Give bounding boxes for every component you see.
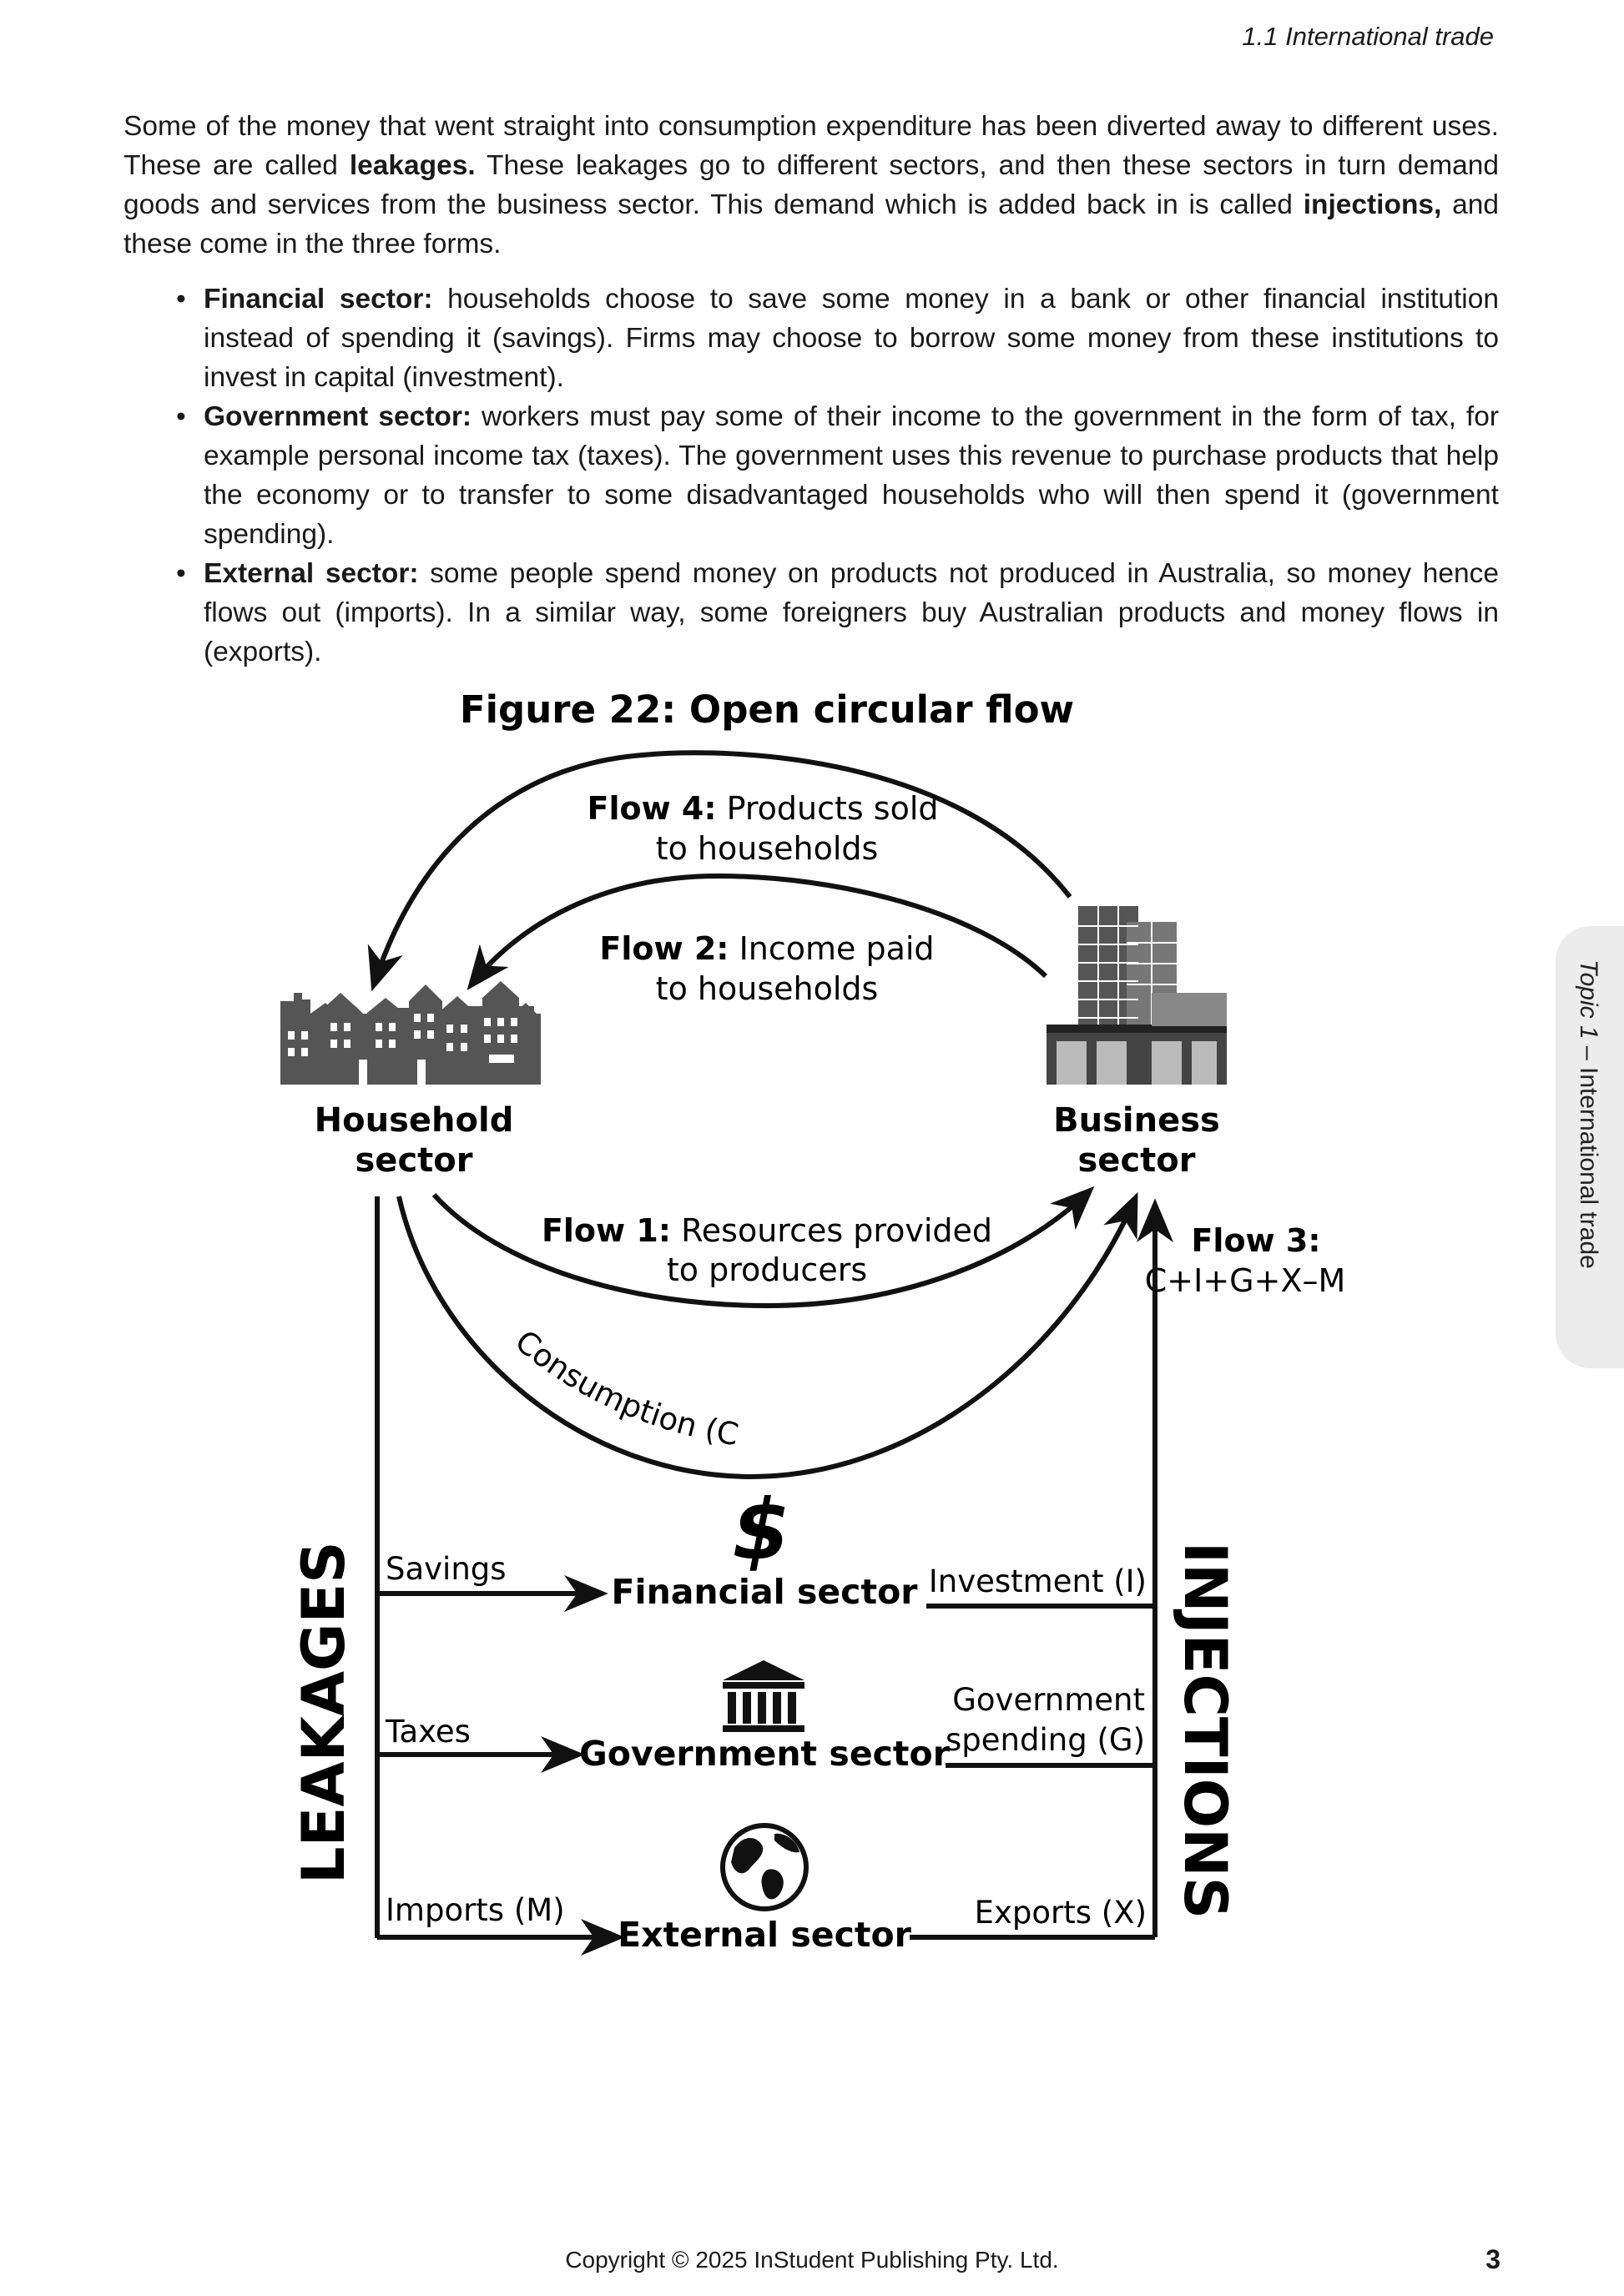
flow-2-label-line2: to households [656,970,879,1007]
intro-text-1: Some of the money that went straight int… [124,111,1499,181]
external-sector-label: External sector [618,1915,912,1955]
bullet-term: External sector: [204,558,419,589]
flow-3-formula: C+I+G+X–M [1145,1262,1346,1299]
list-item-external: External sector: some people spend money… [176,554,1499,672]
houses-icon [280,981,541,1085]
bullet-term: Financial sector: [204,284,433,315]
copyright-footer: Copyright © 2025 InStudent Publishing Pt… [565,2247,1059,2273]
leakages-label: LEAKAGES [290,1541,358,1884]
list-item-government: Government sector: workers must pay some… [176,397,1499,554]
consumption-arrow [396,1191,1138,1480]
bullet-text: workers must pay some of their income to… [204,401,1499,550]
exports-label: Exports (X) [975,1895,1147,1931]
flow-1-label-line2: to producers [667,1251,867,1288]
flow-4-number: Flow 4: [587,790,716,827]
bullet-term: Government sector: [204,401,472,432]
running-header: 1.1 International trade [1242,22,1494,51]
household-sector-label: Household [315,1101,514,1140]
topic-side-tab: Topic 1 – International trade [1556,926,1624,1368]
business-sector-label: Business [1053,1101,1220,1140]
government-building-icon [723,1660,804,1732]
flow-1-label: Flow 1: Resources provided [542,1212,992,1249]
intro-text-2: These leakages go to different sectors, … [124,150,1499,220]
flow-4-label: Flow 4: Products sold [587,790,938,827]
business-sector-label-line2: sector [1078,1141,1196,1180]
term-injections: injections, [1303,189,1442,220]
flow-2-number: Flow 2: [599,930,729,967]
term-leakages: leakages. [349,150,476,181]
dollar-icon: $ [732,1481,790,1578]
bullet-text: households choose to save some money in … [204,284,1499,393]
gov-spending-label: Government [952,1682,1145,1718]
flow-1-arrow [431,1186,1095,1309]
list-item-financial: Financial sector: households choose to s… [176,279,1499,397]
flow-2-label: Flow 2: Income paid [599,930,934,967]
flow-3-label: Flow 3: [1191,1222,1320,1259]
flow-4-text: Products sold [717,790,939,827]
page-number: 3 [1485,2244,1500,2274]
taxes-label: Taxes [385,1714,471,1750]
open-circular-flow-figure: Figure 22: Open circular flow Flow 4: Pr… [0,651,1346,1956]
investment-label: Investment (I) [929,1563,1147,1599]
household-sector-label-line2: sector [356,1141,473,1180]
bullet-text: some people spend money on products not … [204,558,1499,667]
intro-text-3: and these come in the three forms. [124,189,1499,259]
savings-label: Savings [386,1551,507,1587]
injections-label: INJECTIONS [1171,1542,1239,1919]
flow-2-text: Income paid [729,930,934,967]
gov-spending-label-line2: spending (G) [946,1722,1145,1758]
figure-title: Figure 22: Open circular flow [460,687,1074,732]
flow-1-number: Flow 1: [542,1212,671,1249]
flow-4-arrow [367,750,1072,992]
sector-list: Financial sector: households choose to s… [124,279,1499,672]
intro-paragraph: Some of the money that went straight int… [124,107,1499,264]
imports-label: Imports (M) [386,1892,565,1928]
flow-2-arrow [467,873,1048,990]
flow-1-text: Resources provided [671,1212,992,1249]
government-sector-label: Government sector [579,1734,951,1774]
office-building-icon [1047,906,1227,1085]
flow-4-label-line2: to households [656,830,879,867]
body-text: Some of the money that went straight int… [124,107,1499,672]
financial-sector-label: Financial sector [612,1572,919,1612]
globe-icon [720,1823,809,1911]
